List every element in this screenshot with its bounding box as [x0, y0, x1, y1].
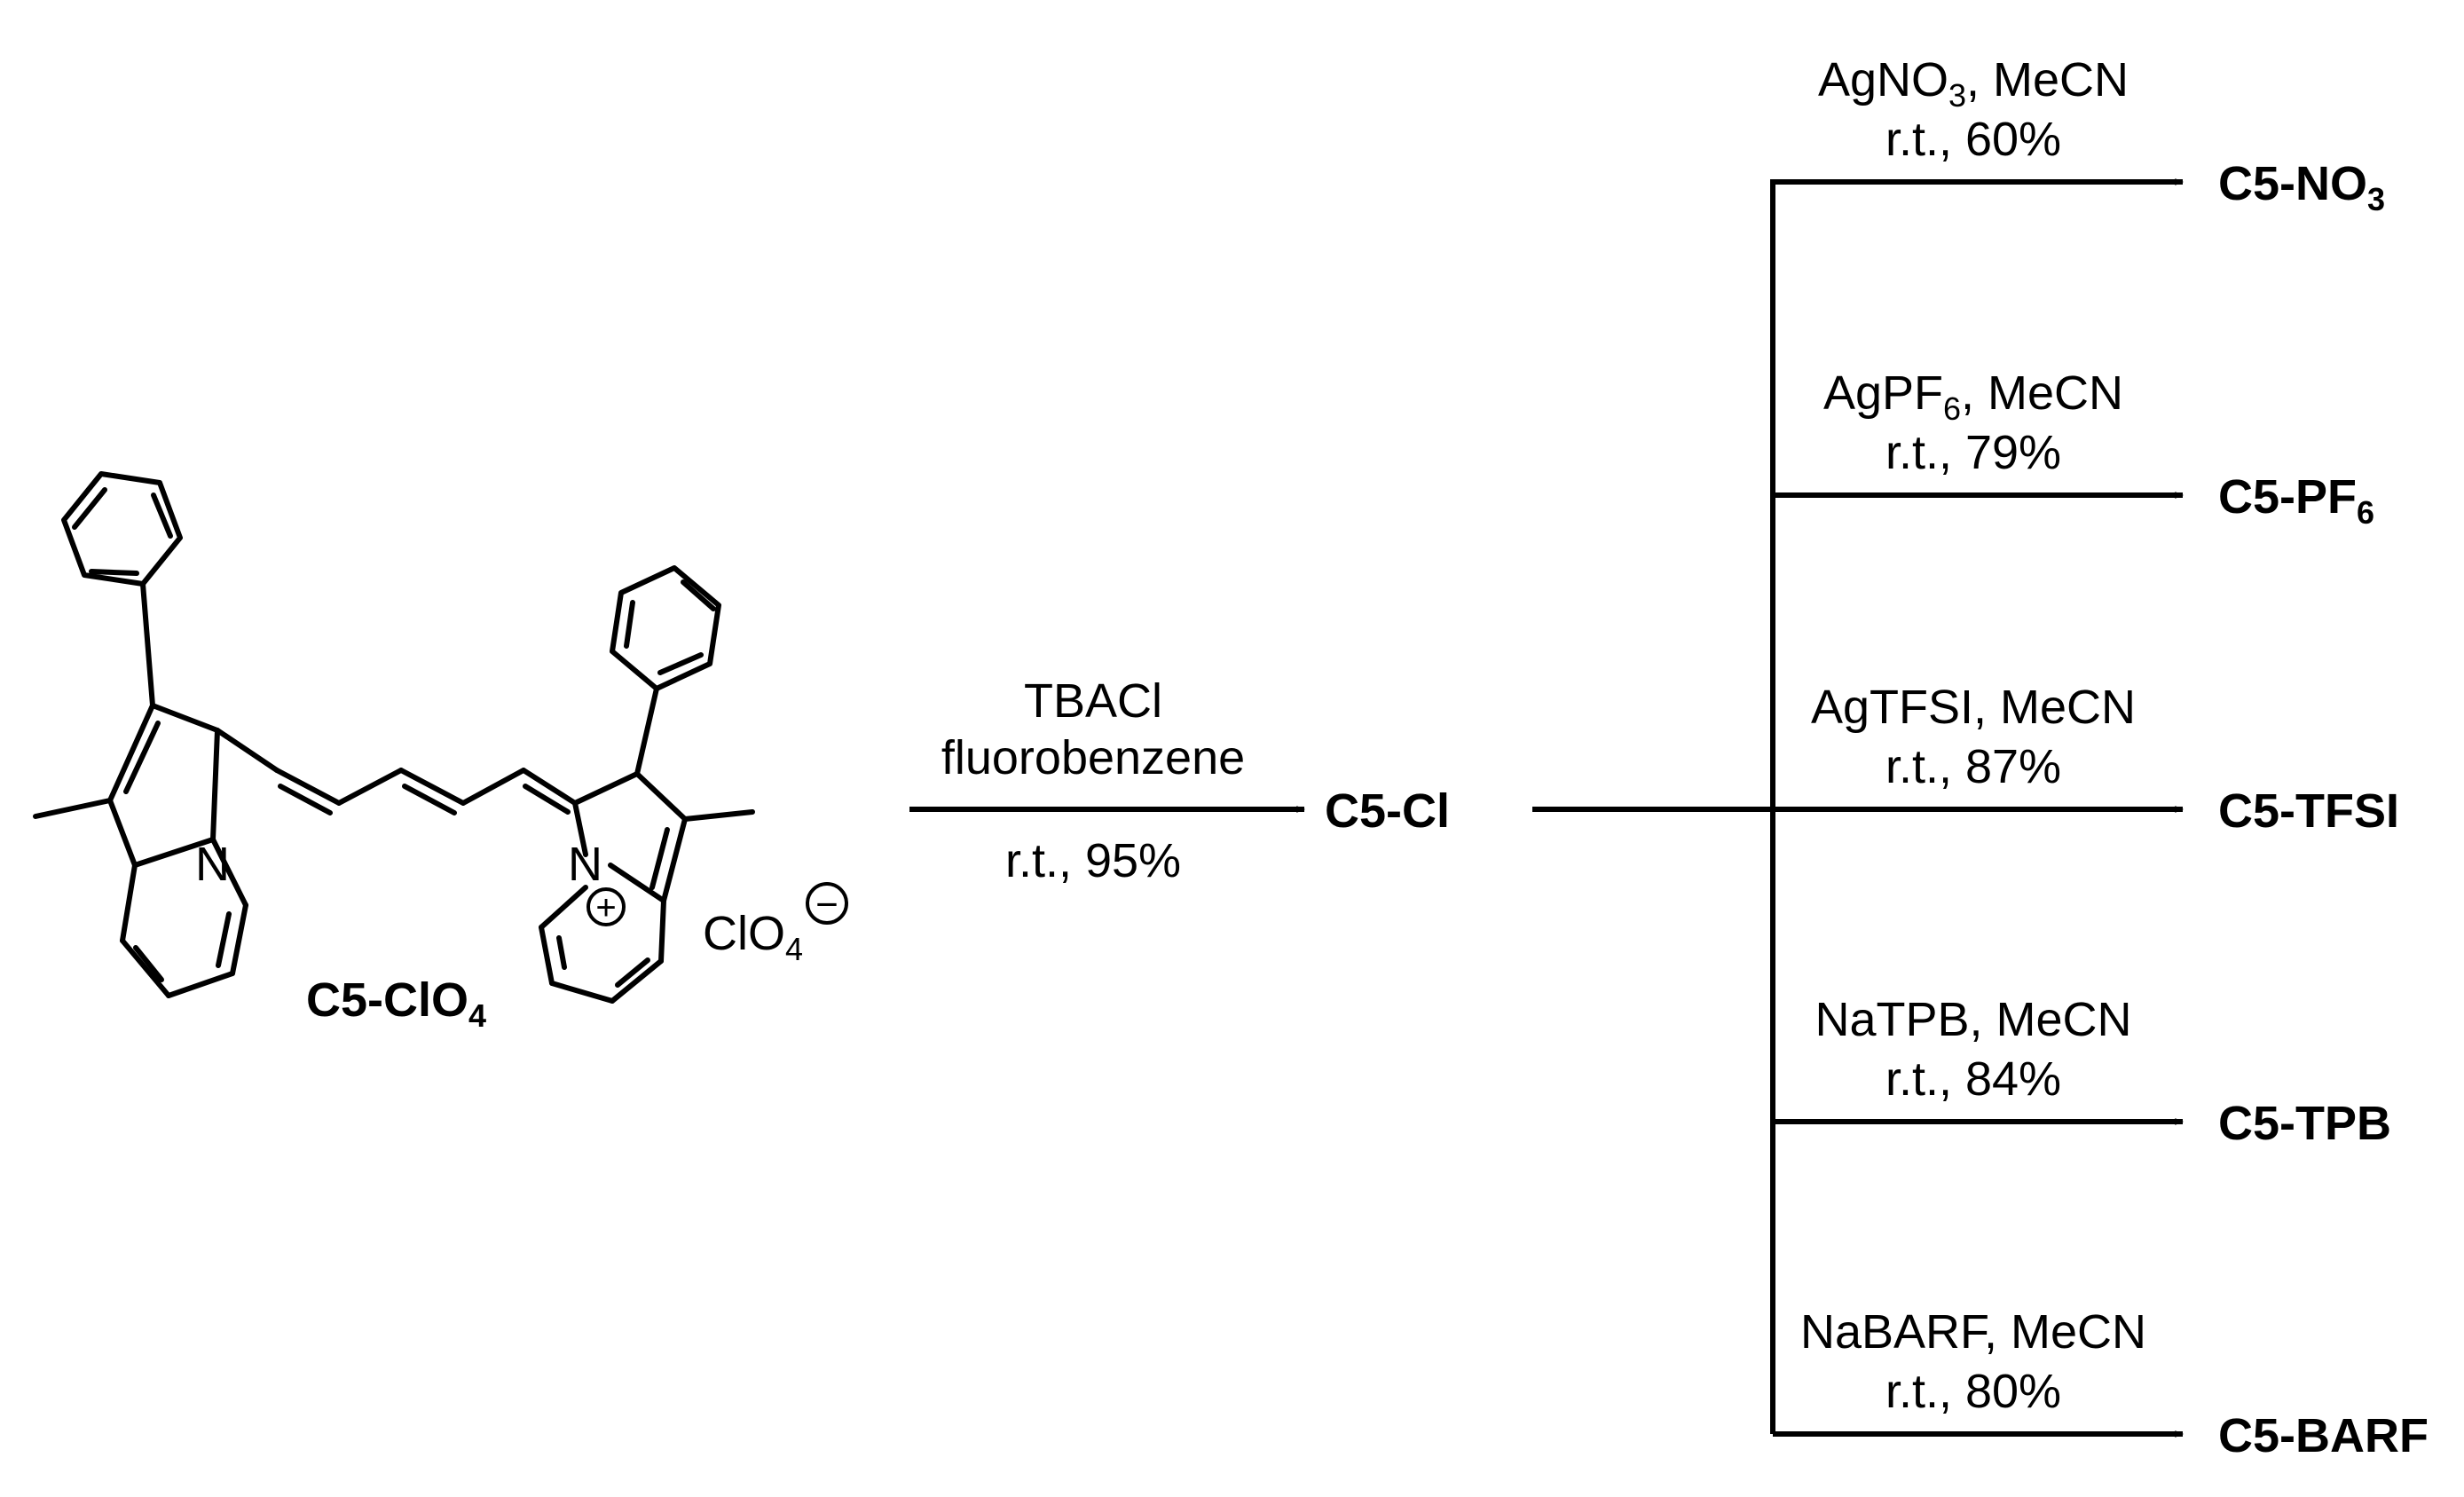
branch-conditions: r.t., 84%: [1885, 1052, 2061, 1106]
right-indolizinium: [539, 565, 755, 1004]
step1-conditions: r.t., 95%: [1005, 834, 1181, 887]
intermediate-product-label: C5-Cl: [1325, 784, 1450, 838]
left-indolizine: [33, 703, 248, 998]
branch-5: NaBARF, MeCN r.t., 80% C5-BARF: [1773, 1305, 2429, 1462]
branch-conditions: r.t., 87%: [1885, 740, 2061, 793]
branch-conditions: r.t., 60%: [1885, 113, 2061, 166]
branch-reagent: NaTPB, MeCN: [1815, 993, 2131, 1046]
branch-product-label: C5-NO3: [2218, 157, 2385, 217]
branch-reagent: AgPF6, MeCN: [1823, 366, 2123, 427]
branch-3: AgTFSI, MeCN r.t., 87% C5-TFSI: [1773, 681, 2399, 838]
starting-material-structure: N N + ClO4 − C5-ClO4: [33, 471, 848, 1034]
atom-n-right: N: [568, 838, 602, 891]
branch-reagent: AgNO3, MeCN: [1818, 53, 2129, 114]
branch-product-label: C5-TPB: [2218, 1097, 2391, 1150]
counterion-label: ClO4: [703, 907, 803, 967]
left-phenyl-ring: [61, 471, 183, 587]
starting-material-label: C5-ClO4: [306, 973, 486, 1034]
minus-charge-circle: [806, 882, 848, 925]
branch-reagent: NaBARF, MeCN: [1800, 1305, 2146, 1359]
branch-4: NaTPB, MeCN r.t., 84% C5-TPB: [1773, 993, 2391, 1150]
branch-reagent: AgTFSI, MeCN: [1811, 681, 2136, 734]
minus-charge-sign: −: [815, 883, 838, 926]
step1-solvent: fluorobenzene: [941, 731, 1245, 784]
branch-conditions: r.t., 79%: [1885, 426, 2061, 479]
branch-product-label: C5-BARF: [2218, 1409, 2429, 1462]
plus-charge-circle: [586, 887, 626, 926]
polymethine-chain: [215, 728, 578, 815]
branch-product-label: C5-PF6: [2218, 470, 2374, 531]
branch-product-label: C5-TFSI: [2218, 784, 2399, 838]
branch-lines: [1532, 179, 1775, 1434]
branch-conditions: r.t., 80%: [1885, 1365, 2061, 1418]
plus-charge-sign: +: [595, 888, 616, 927]
step1-reagent: TBACl: [1024, 674, 1162, 728]
atom-n-left: N: [195, 838, 230, 891]
step1-arrow-group: TBACl fluorobenzene r.t., 95%: [909, 674, 1305, 887]
